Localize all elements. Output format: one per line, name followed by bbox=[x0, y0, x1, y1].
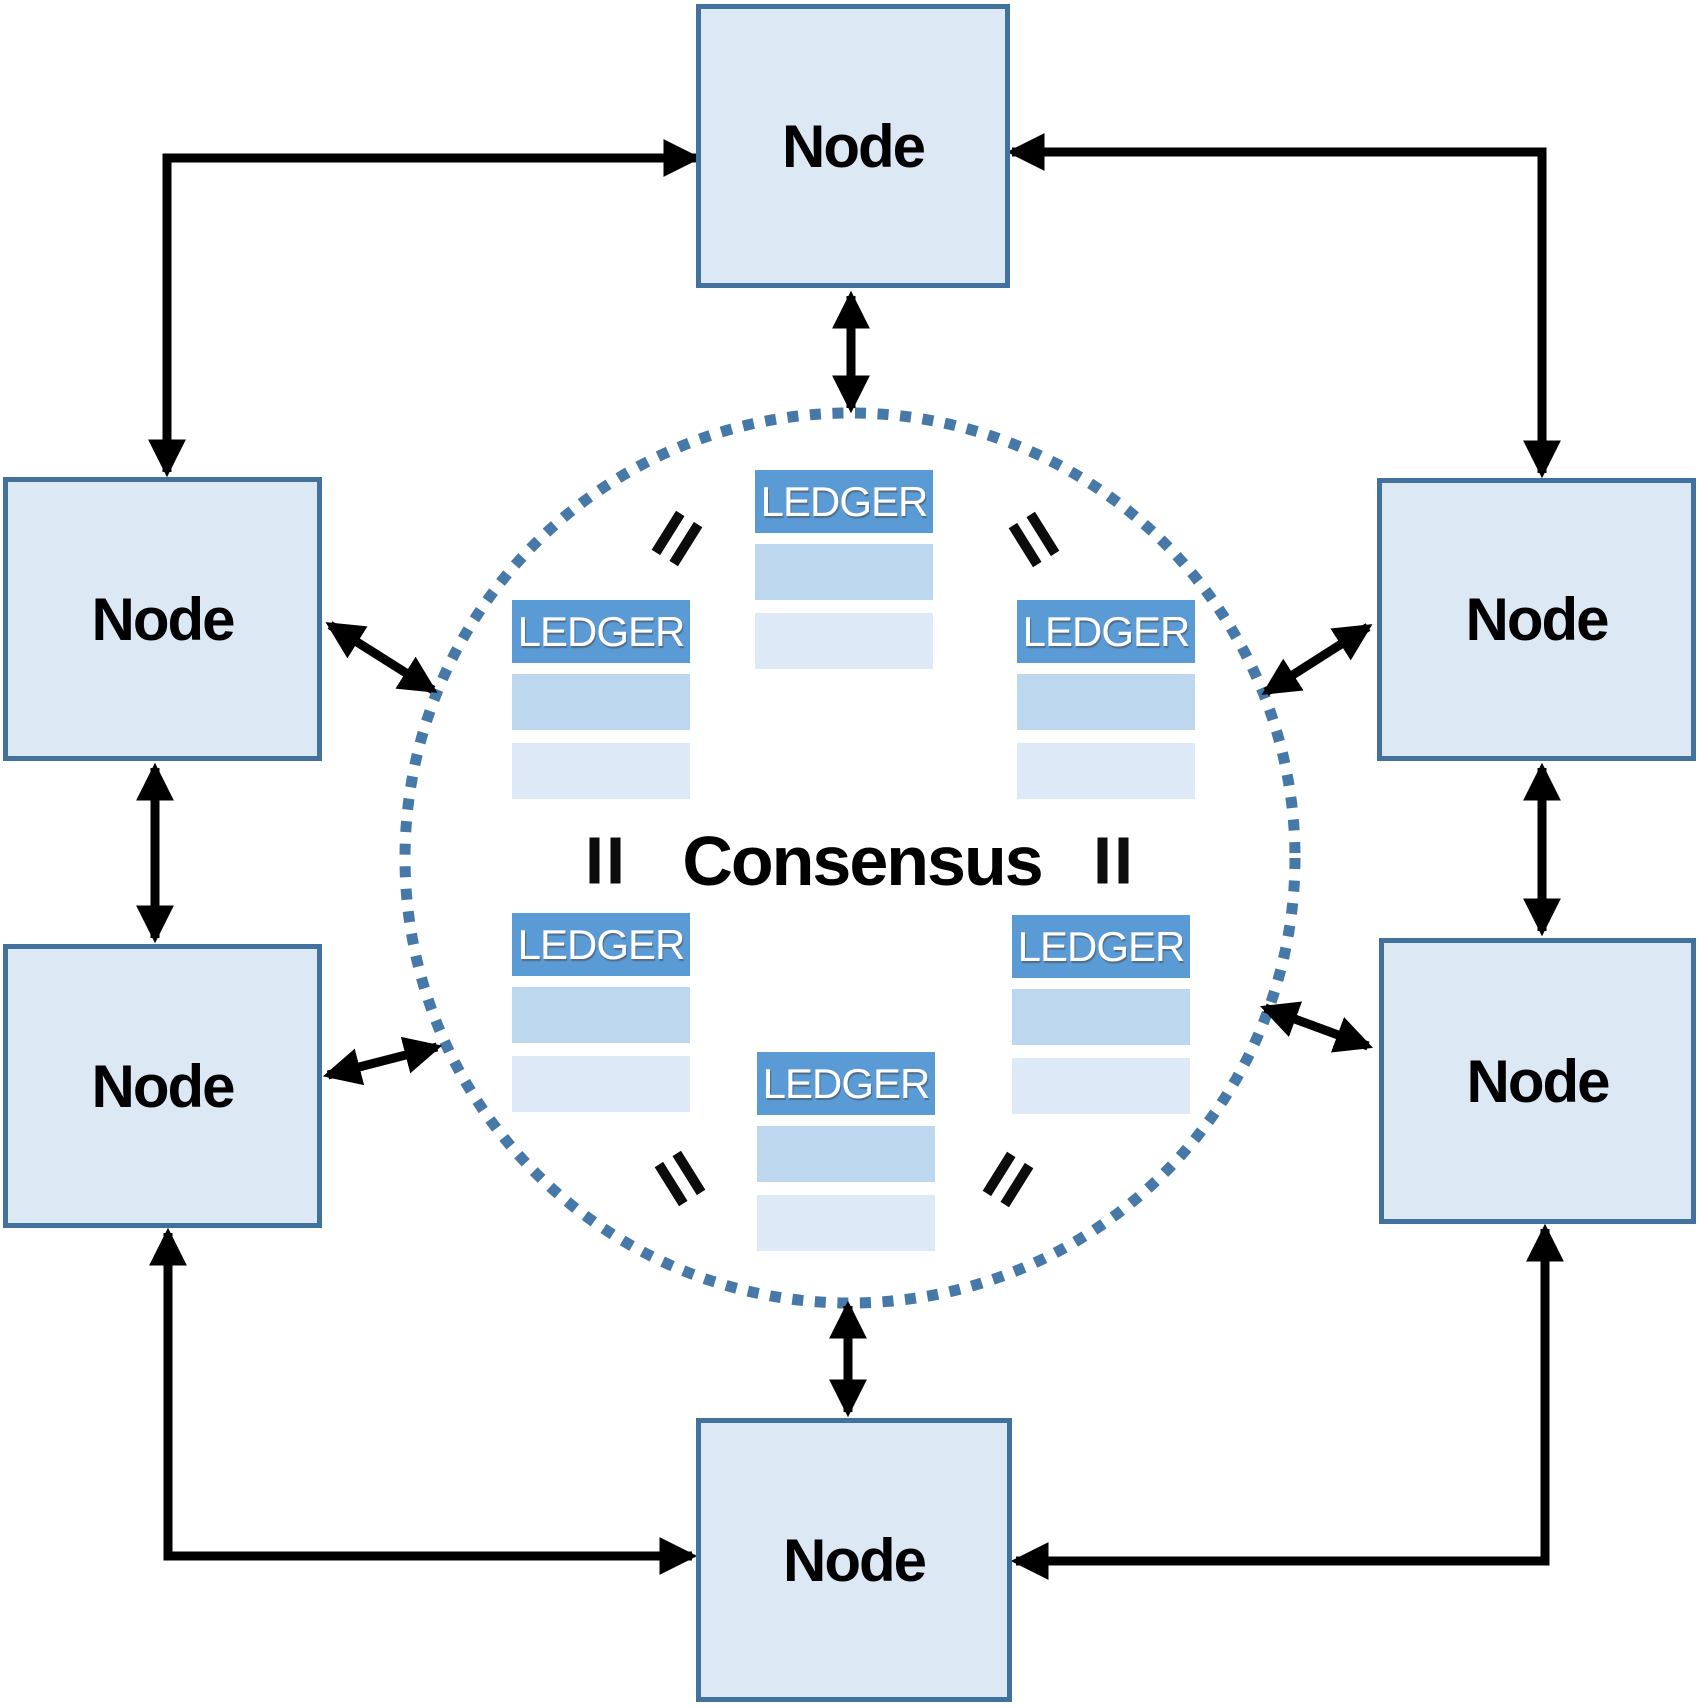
ledger-upper-left: LEDGER bbox=[512, 600, 690, 799]
node-box-lower-right: Node bbox=[1379, 938, 1696, 1224]
arrow-topnode-upperright bbox=[1006, 133, 1561, 479]
arrow-upperleft-circle bbox=[325, 621, 438, 694]
arrow-topnode-upperleft bbox=[148, 139, 702, 478]
ledger-title: LEDGER bbox=[757, 1052, 935, 1115]
ledger-blank-row bbox=[755, 544, 933, 600]
ledger-lower-left: LEDGER bbox=[512, 913, 690, 1112]
ledger-bottom-center: LEDGER bbox=[757, 1052, 935, 1251]
ledger-title: LEDGER bbox=[755, 470, 933, 533]
node-box-upper-right: Node bbox=[1377, 478, 1696, 761]
consensus-circle bbox=[399, 407, 1301, 1309]
ledger-top-center: LEDGER bbox=[755, 470, 933, 669]
arrow-upperright-circle bbox=[1261, 623, 1373, 696]
ledger-blank-row bbox=[1017, 743, 1195, 799]
ledger-title: LEDGER bbox=[512, 600, 690, 663]
ledger-blank-row bbox=[1012, 989, 1190, 1045]
ledger-blank-row bbox=[755, 613, 933, 669]
node-box-top: Node bbox=[696, 4, 1010, 288]
node-box-lower-left: Node bbox=[3, 944, 322, 1228]
ledger-blank-row bbox=[757, 1126, 935, 1182]
ledger-blank-row bbox=[512, 674, 690, 730]
ledger-lower-right: LEDGER bbox=[1012, 915, 1190, 1114]
arrow-lowerright-circle bbox=[1260, 1001, 1373, 1053]
arrow-bottomnode-lowerleft bbox=[149, 1227, 698, 1575]
ledger-title: LEDGER bbox=[512, 913, 690, 976]
ledger-blank-row bbox=[512, 743, 690, 799]
ledger-blank-row bbox=[512, 987, 690, 1043]
ledger-title: LEDGER bbox=[1012, 915, 1190, 978]
consensus-label: Consensus bbox=[682, 822, 1043, 900]
ledger-title: LEDGER bbox=[1017, 600, 1195, 663]
node-box-upper-left: Node bbox=[3, 477, 322, 761]
arrow-bottomnode-lowerright bbox=[1010, 1223, 1564, 1580]
ledger-blank-row bbox=[512, 1056, 690, 1112]
arrow-lowerleft-circle bbox=[322, 1036, 443, 1086]
ledger-blank-row bbox=[757, 1195, 935, 1251]
node-box-bottom: Node bbox=[696, 1418, 1012, 1702]
ledger-blank-row bbox=[1017, 674, 1195, 730]
ledger-upper-right: LEDGER bbox=[1017, 600, 1195, 799]
ledger-blank-row bbox=[1012, 1058, 1190, 1114]
